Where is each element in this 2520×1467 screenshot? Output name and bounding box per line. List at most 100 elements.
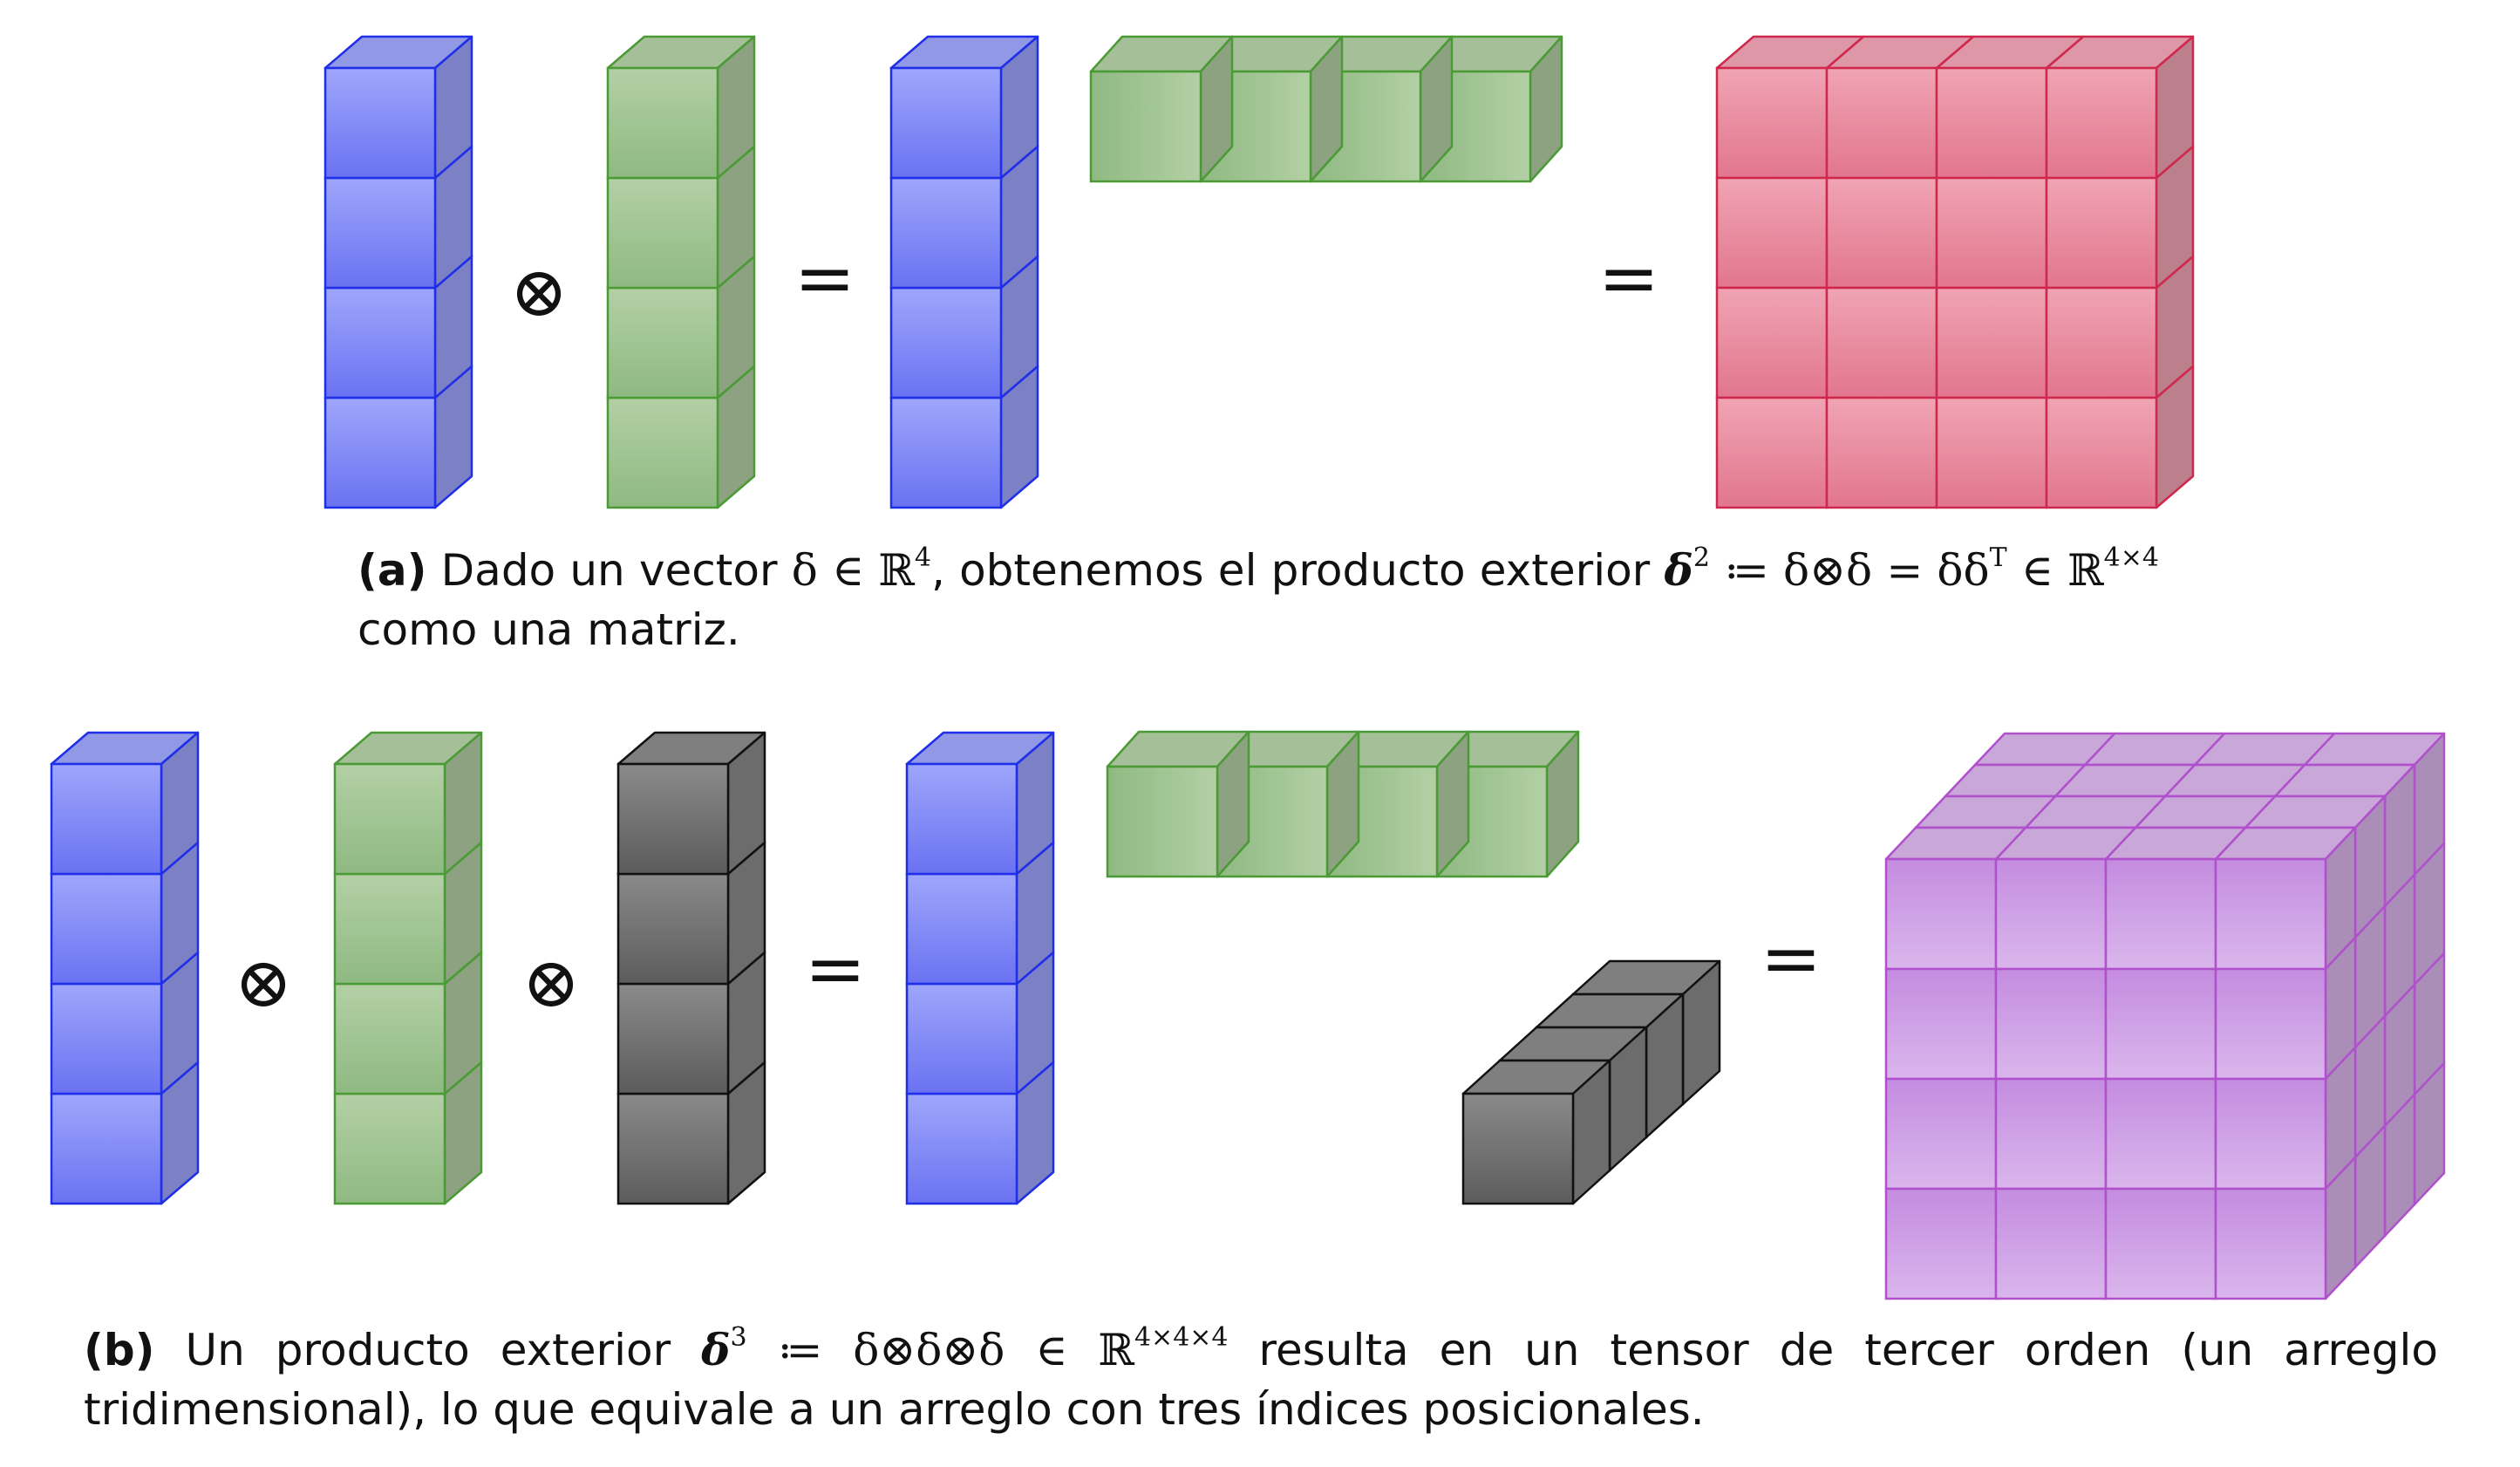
cube-front-face [606, 396, 719, 509]
cube-front-face [324, 396, 437, 509]
cube-front-face [333, 762, 446, 876]
cube-front-face [50, 982, 163, 1095]
vector-green-column [606, 35, 756, 509]
tensor-cell [1994, 967, 2108, 1081]
caption-b-text-1: Un producto exterior [185, 1325, 671, 1375]
tensor-cell [2104, 1187, 2217, 1300]
cube-front-face [606, 66, 719, 180]
cube-front-face [616, 982, 730, 1095]
matrix-cell [2045, 66, 2158, 180]
matrix-cell [1715, 396, 1829, 509]
caption-a-math-1-sup: 4 [914, 542, 931, 573]
vector-cell [1106, 730, 1250, 878]
cube-front-face [1106, 765, 1219, 878]
matrix-cell [1935, 66, 2048, 180]
matrix-cell [1935, 176, 2048, 290]
cube-front-face [1461, 1092, 1575, 1205]
panel-a-diagram: ⊗ = = [324, 35, 2195, 509]
tensor-cell [2214, 1187, 2327, 1300]
caption-a-math-4: ∈ ℝ [2006, 545, 2104, 596]
cube-front-face [50, 872, 163, 986]
caption-b-math-1-sup: 3 [730, 1322, 747, 1353]
vector-cell [616, 731, 766, 876]
vector-cell [1199, 35, 1344, 183]
equals-sign-2: = [1761, 916, 1822, 1001]
vector-gray-depth-row [1461, 959, 1721, 1205]
tensor-cell [1884, 1077, 1998, 1191]
matrix-cell [2045, 176, 2158, 290]
tensor-cell [1884, 1187, 1998, 1300]
matrix-cell [1935, 396, 2048, 509]
caption-b-math-2-sup: 4×4×4 [1134, 1322, 1229, 1353]
caption-b-math-2: ≔ δ⊗δ⊗δ ∈ ℝ [746, 1325, 1134, 1375]
equals-sign: = [794, 235, 855, 321]
cube-front-face [324, 286, 437, 399]
vector-green-row [1106, 730, 1580, 878]
caption-a-math-2-sup: 2 [1692, 542, 1710, 573]
vector-blue-column-copy [905, 731, 1055, 1205]
caption-a-math-1-base: δ ∈ ℝ [791, 545, 915, 596]
tensor-cell [1884, 967, 1998, 1081]
caption-b-label: (b) [84, 1325, 155, 1375]
vector-gray-column [616, 731, 766, 1205]
caption-b: (b) Un producto exterior δ3 ≔ δ⊗δ⊗δ ∈ ℝ4… [84, 1320, 2438, 1439]
tensor-cell [2104, 967, 2217, 1081]
tensor-cell [2214, 967, 2327, 1081]
vector-green-row-transposed [1089, 35, 1563, 183]
caption-a-math-1: δ ∈ ℝ4 [791, 542, 931, 597]
caption-a-text-1: Dado un vector [440, 545, 778, 596]
cube-front-face [324, 176, 437, 290]
matrix-cell [1825, 286, 1938, 399]
vector-blue-column-copy [889, 35, 1039, 509]
vector-cell [50, 731, 200, 876]
cube-front-face [616, 762, 730, 876]
caption-a-math-3-sup: T [1989, 542, 2007, 573]
equals-sign: = [805, 926, 866, 1012]
matrix-cell [1715, 286, 1829, 399]
vector-cell [889, 35, 1039, 180]
cube-front-face [333, 982, 446, 1095]
tensor-cell [1884, 857, 1998, 971]
outer-product-matrix [1715, 35, 2195, 509]
caption-a: (a) Dado un vector δ ∈ ℝ4, obtenemos el … [358, 541, 2159, 659]
caption-b-text-2: resulta en un tensor de tercer orden (un… [84, 1325, 2438, 1435]
cube-front-face [333, 872, 446, 986]
matrix-cell [1935, 286, 2048, 399]
cube-front-face [616, 1092, 730, 1205]
tensor-cell [1994, 1187, 2108, 1300]
matrix-cell [1825, 66, 1938, 180]
matrix-cell [2045, 396, 2158, 509]
vector-blue-column [50, 731, 200, 1205]
caption-a-text-2: , obtenemos el producto exterior [930, 545, 1651, 596]
caption-b-math: δ3 ≔ δ⊗δ⊗δ ∈ ℝ4×4×4 [701, 1322, 1229, 1375]
vector-cell [50, 841, 200, 986]
vector-cell [1461, 1059, 1611, 1205]
caption-a-label: (a) [358, 545, 427, 596]
tensor-slice [1884, 826, 2357, 1300]
cube-front-face [905, 982, 1018, 1095]
cube-front-face [50, 762, 163, 876]
caption-b-math-1: δ [701, 1324, 731, 1375]
cube-front-face [616, 872, 730, 986]
cube-front-face [889, 396, 1003, 509]
cube-front-face [889, 176, 1003, 290]
tensor-cell [1994, 857, 2108, 971]
matrix-cell [1715, 66, 1829, 180]
cube-front-face [889, 66, 1003, 180]
caption-a-math-4-sup: 4×4 [2103, 542, 2159, 573]
cube-front-face [905, 872, 1018, 986]
matrix-cell [1825, 396, 1938, 509]
cube-front-face [324, 66, 437, 180]
vector-green-column [333, 731, 483, 1205]
otimes-operator-2: ⊗ [521, 942, 580, 1023]
vector-cell [606, 145, 756, 290]
caption-a-math-2: δ2 ≔ δ⊗δ = δδT ∈ ℝ4×4 [1664, 542, 2159, 596]
tensor-cell [2104, 857, 2217, 971]
matrix-cell [2045, 286, 2158, 399]
panel-b-diagram: ⊗ ⊗ = = [50, 730, 2446, 1300]
cube-front-face [50, 1092, 163, 1205]
vector-cell [606, 35, 756, 180]
vector-cell [1216, 730, 1360, 878]
matrix-cell [1715, 176, 1829, 290]
